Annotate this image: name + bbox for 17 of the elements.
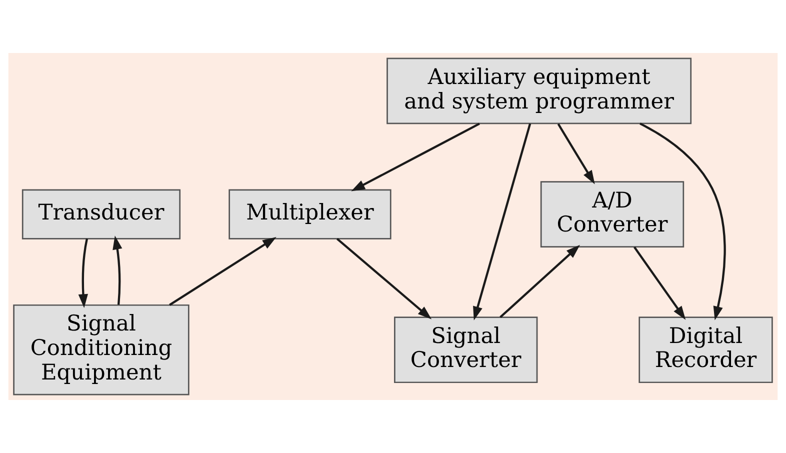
node-box: A/D Converter: [540, 181, 684, 248]
arrow: [557, 123, 595, 184]
arrow: [634, 246, 686, 320]
arrow: [78, 238, 88, 308]
arrow: [336, 238, 432, 320]
node-box: Auxiliary equipment and system programmer: [386, 58, 692, 124]
arrow: [500, 244, 580, 318]
node-box: Multiplexer: [228, 189, 392, 240]
node-box: Signal Converter: [394, 316, 538, 384]
arrow: [640, 122, 726, 320]
arrow: [169, 237, 276, 306]
node-box: Signal Conditioning Equipment: [13, 304, 190, 396]
node-box: Digital Recorder: [638, 316, 773, 384]
arrow: [351, 122, 480, 192]
arrow: [473, 123, 532, 320]
node-box: Transducer: [22, 189, 181, 240]
arrow: [112, 236, 122, 305]
